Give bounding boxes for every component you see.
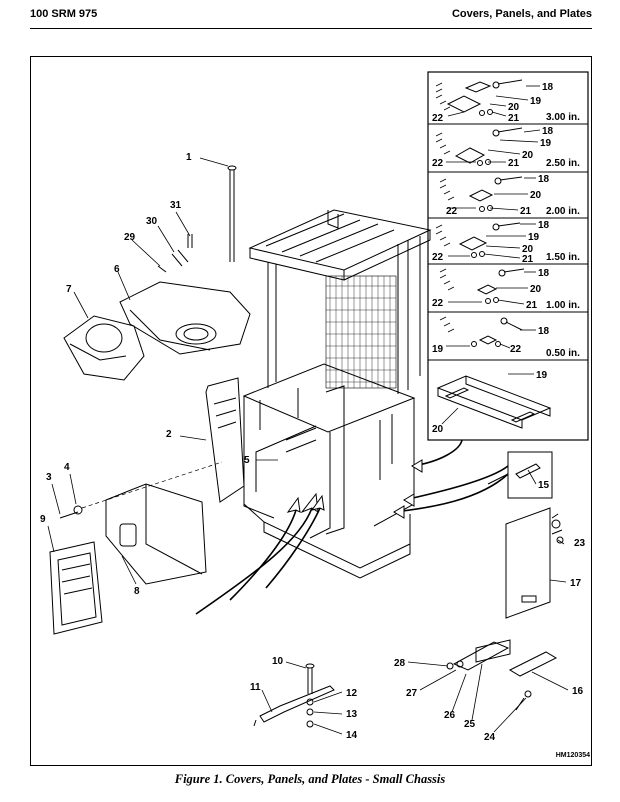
callout-23: 23	[574, 538, 586, 549]
drawing-code: HM120354	[555, 752, 590, 759]
section-title: Covers, Panels, and Plates	[451, 8, 592, 20]
callout-15: 15	[538, 480, 550, 491]
inset-6-label-19: 19	[432, 344, 444, 355]
inset-3-label-20: 20	[530, 190, 542, 201]
inset-5-dimension: 1.00 in.	[546, 300, 580, 311]
callout-3: 3	[46, 472, 52, 483]
inset-7-label-19: 19	[536, 370, 548, 381]
callout-13: 13	[346, 709, 358, 720]
inset-6-label-18: 18	[538, 326, 550, 337]
callout-24: 24	[484, 732, 496, 743]
inset-4-label-18: 18	[538, 220, 550, 231]
inset-4-label-19: 19	[528, 232, 540, 243]
inset-4-label-22: 22	[432, 252, 444, 263]
rod-item-1	[229, 170, 235, 262]
inset-3-dimension: 2.00 in.	[546, 206, 580, 217]
callout-30: 30	[146, 216, 158, 227]
inset-2-label-21: 21	[508, 158, 520, 169]
inset-1-label-22: 22	[432, 113, 444, 124]
inset-3-label-21: 21	[520, 206, 532, 217]
inset-3-label-22: 22	[446, 206, 458, 217]
callout-12: 12	[346, 688, 358, 699]
inset-6-dimension: 0.50 in.	[546, 348, 580, 359]
figure-caption: Figure 1. Covers, Panels, and Plates - S…	[174, 772, 446, 786]
inset-2-label-20: 20	[522, 150, 534, 161]
truck-frame	[242, 209, 432, 579]
callout-7: 7	[66, 284, 72, 295]
callout-8: 8	[134, 586, 140, 597]
callout-27: 27	[406, 688, 418, 699]
figure-frame	[30, 56, 592, 766]
inset-2-dimension: 2.50 in.	[546, 158, 580, 169]
callout-1: 1	[186, 152, 192, 163]
callout-4: 4	[64, 462, 70, 473]
inset-5-label-18: 18	[538, 268, 550, 279]
inset-7-label-20: 20	[432, 424, 444, 435]
inset-5-label-22: 22	[432, 298, 444, 309]
inset-5-label-20: 20	[530, 284, 542, 295]
inset-2-label-22: 22	[432, 158, 444, 169]
inset-1-label-18: 18	[542, 82, 554, 93]
callout-28: 28	[394, 658, 406, 669]
callout-2: 2	[166, 429, 172, 440]
inset-4-dimension: 1.50 in.	[546, 252, 580, 263]
inset-4-label-20: 20	[522, 244, 534, 255]
callout-26: 26	[444, 710, 456, 721]
callout-11: 11	[250, 682, 261, 693]
callout-31: 31	[170, 200, 182, 211]
header-rule	[30, 28, 592, 29]
callout-25: 25	[464, 719, 476, 730]
inset-1-label-21: 21	[508, 113, 520, 124]
callout-16: 16	[572, 686, 584, 697]
document-code: 100 SRM 975	[30, 8, 98, 20]
callout-17: 17	[570, 578, 582, 589]
callout-6: 6	[114, 264, 120, 275]
inset-1-label-19: 19	[530, 96, 542, 107]
callout-9: 9	[40, 514, 46, 525]
callout-14: 14	[346, 730, 358, 741]
inset-3-label-18: 18	[538, 174, 550, 185]
inset-column	[427, 71, 589, 441]
inset-2-label-18: 18	[542, 126, 554, 137]
inset-5-label-21: 21	[526, 300, 538, 311]
inset-1-label-20: 20	[508, 102, 520, 113]
inset-2-label-19: 19	[540, 138, 552, 149]
inset-4-label-21: 21	[522, 254, 534, 265]
callout-10: 10	[272, 656, 284, 667]
inset-6-label-22: 22	[510, 344, 522, 355]
callout-5: 5	[244, 455, 250, 466]
inset-1-dimension: 3.00 in.	[546, 112, 580, 123]
callout-29: 29	[124, 232, 136, 243]
